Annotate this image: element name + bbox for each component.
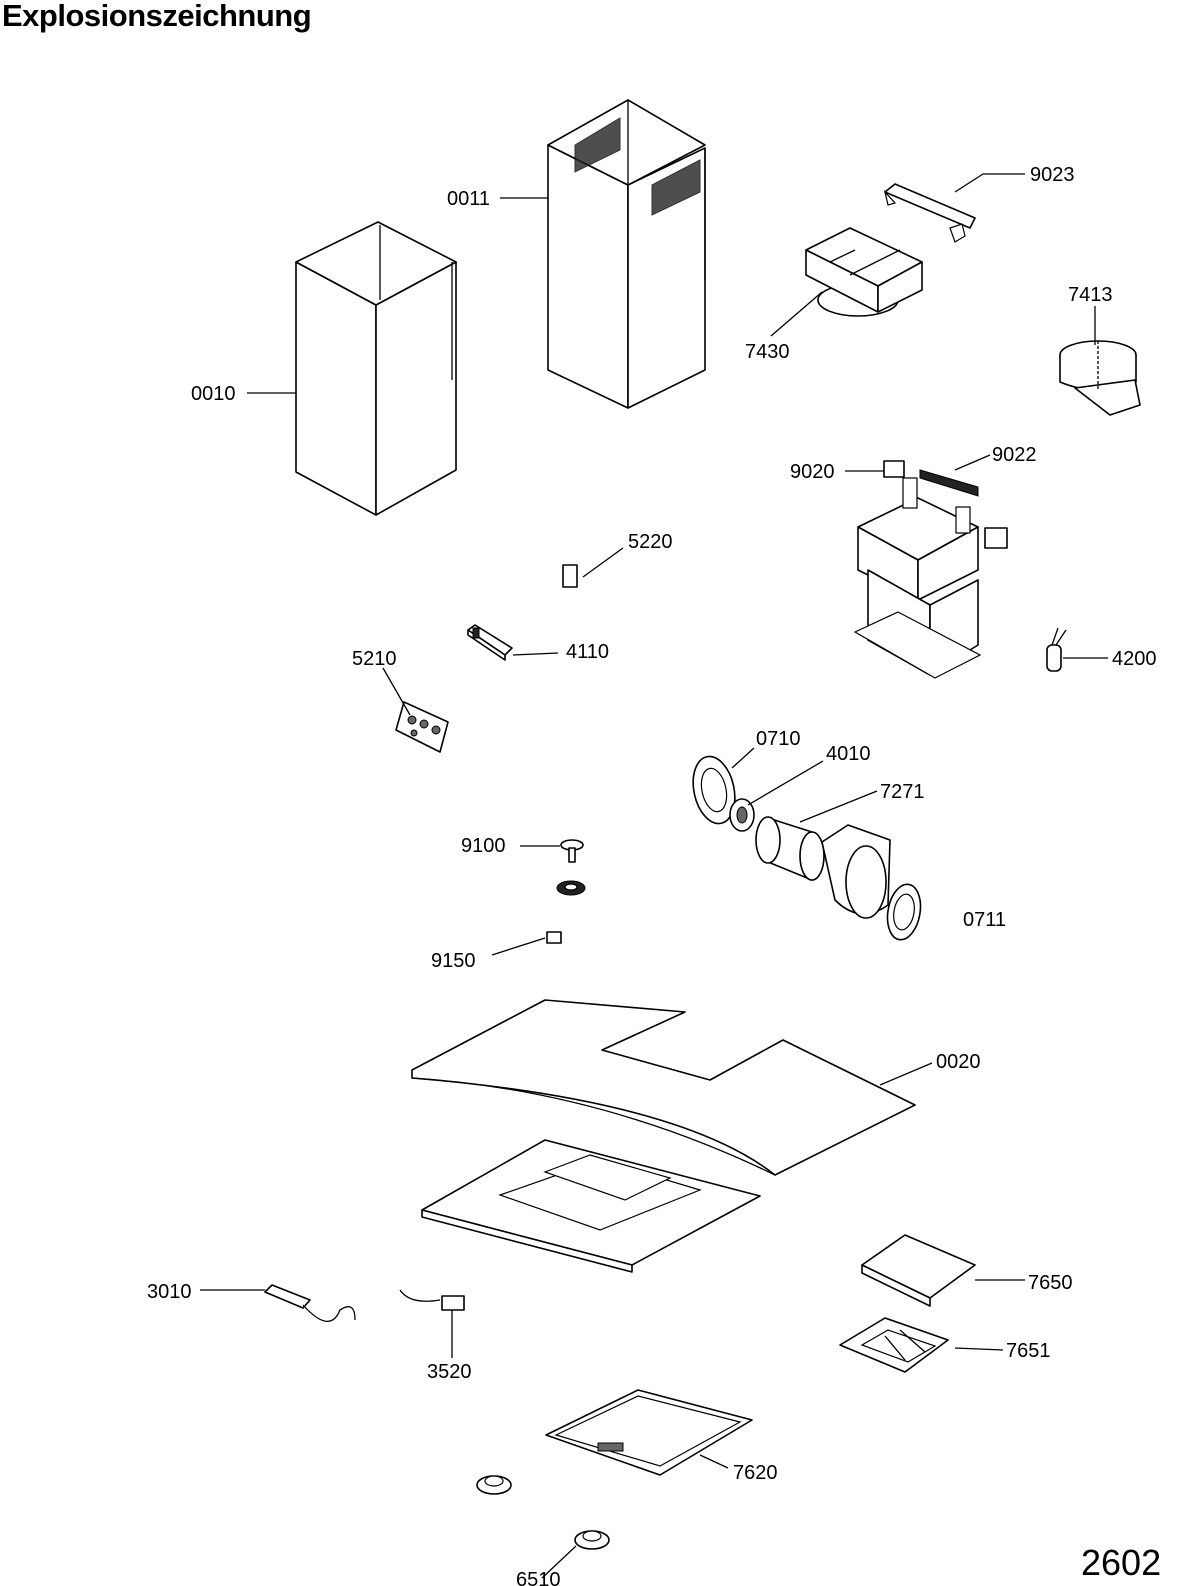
air-diverter <box>805 227 923 317</box>
label-5210: 5210 <box>352 648 397 670</box>
label-7271: 7271 <box>880 781 925 803</box>
label-4110: 4110 <box>566 641 609 663</box>
label-7620: 7620 <box>733 1462 778 1484</box>
label-0711: 0711 <box>963 909 1006 931</box>
leader-lines <box>200 173 1108 1579</box>
clip-part <box>883 460 905 478</box>
blower-assembly <box>692 755 922 941</box>
label-4010: 4010 <box>826 743 871 765</box>
motor-housing <box>853 477 1008 679</box>
circuit-board <box>395 701 449 753</box>
label-3010: 3010 <box>147 1281 192 1303</box>
label-9100: 9100 <box>461 835 506 857</box>
label-0010: 0010 <box>191 383 236 405</box>
label-4200: 4200 <box>1112 648 1157 670</box>
capacitor <box>1046 627 1067 672</box>
label-9150: 9150 <box>431 950 476 972</box>
label-9020: 9020 <box>790 461 835 483</box>
filter-frame <box>839 1317 949 1373</box>
rail-part <box>919 469 979 497</box>
label-7413: 7413 <box>1068 284 1113 306</box>
label-7650: 7650 <box>1028 1272 1073 1294</box>
mounting-bracket <box>883 183 976 243</box>
label-9022: 9022 <box>992 444 1037 466</box>
part-labels: 0011 9023 7413 7430 0010 9020 9022 5220 … <box>147 164 1157 1586</box>
switch-part <box>562 564 578 588</box>
label-7430: 7430 <box>745 341 790 363</box>
label-0020: 0020 <box>936 1051 981 1073</box>
chimney-upper-part <box>547 99 706 409</box>
grease-filter <box>545 1389 753 1476</box>
glass-canopy <box>411 999 916 1176</box>
label-9023: 9023 <box>1030 164 1075 186</box>
light-strip <box>264 1284 356 1322</box>
label-0011: 0011 <box>447 188 490 210</box>
label-3520: 3520 <box>427 1361 472 1383</box>
chimney-lower-part <box>295 221 457 516</box>
small-connector <box>546 931 562 944</box>
control-box <box>467 624 513 661</box>
page-number: 2602 <box>1081 1542 1162 1583</box>
control-knobs <box>476 1475 610 1550</box>
round-adapter <box>1059 340 1141 416</box>
label-7651: 7651 <box>1006 1340 1051 1362</box>
label-6510: 6510 <box>516 1569 561 1586</box>
label-5220: 5220 <box>628 531 673 553</box>
label-0710: 0710 <box>756 728 801 750</box>
cable-connector <box>399 1289 465 1311</box>
knob-and-ring <box>556 839 586 896</box>
page-title: Explosionszeichnung <box>2 0 312 33</box>
hood-frame <box>421 1139 761 1273</box>
carbon-filter <box>861 1234 976 1307</box>
